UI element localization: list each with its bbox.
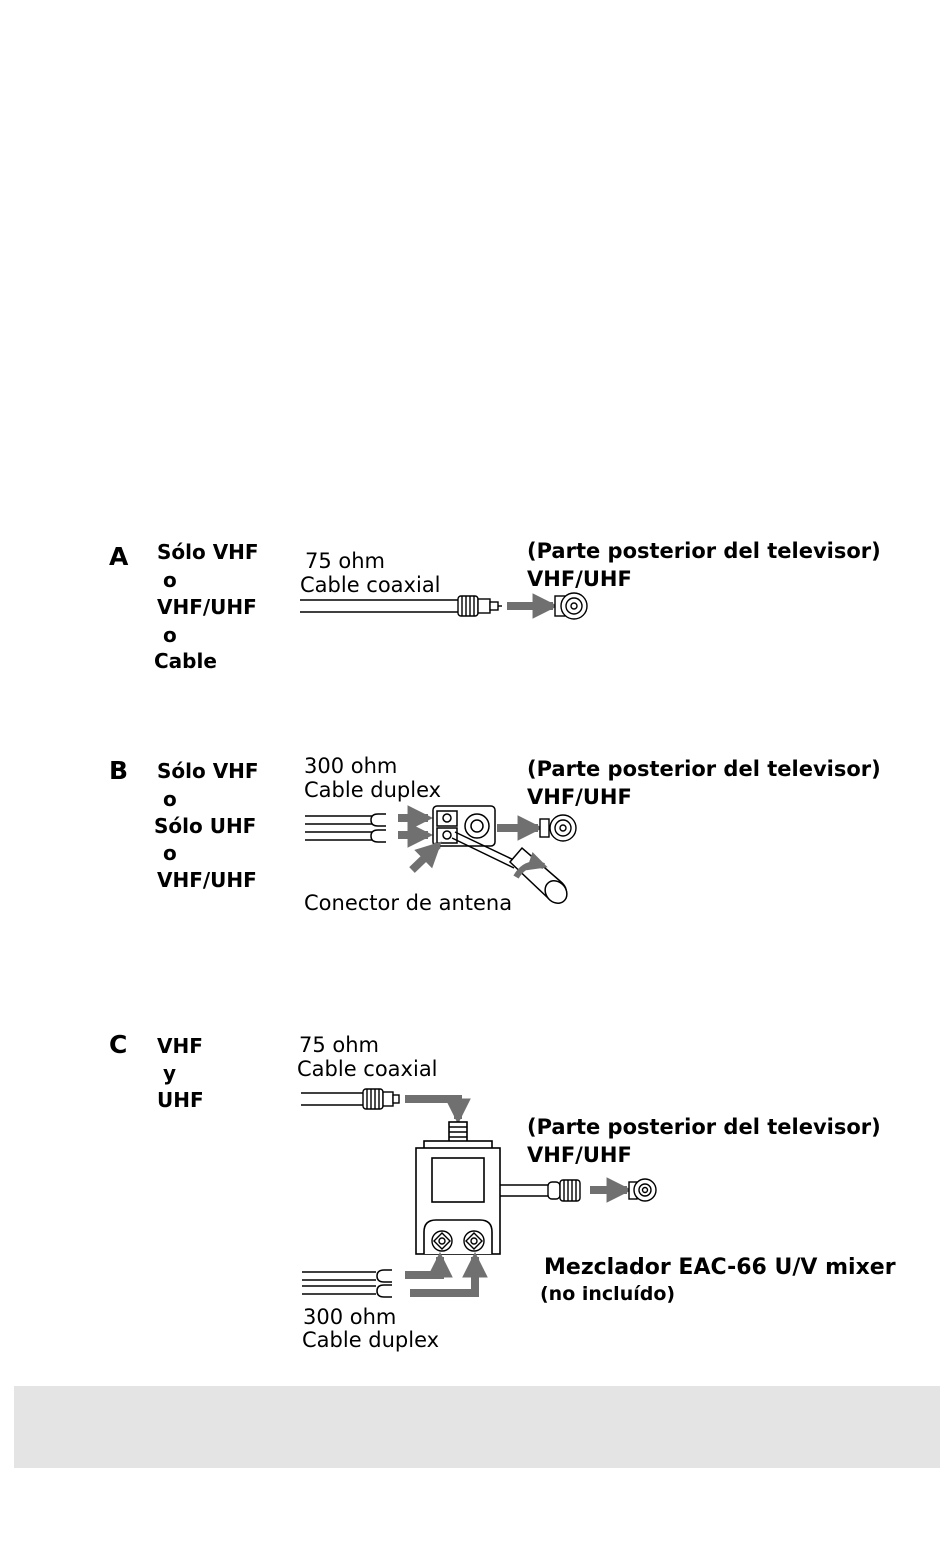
section-c-arrow-coax — [405, 1095, 471, 1125]
section-c-source-1: VHF — [157, 1034, 203, 1058]
section-c-arrow-terminal-1 — [405, 1251, 453, 1279]
section-c-coax-cable — [301, 1092, 365, 1106]
section-c-arrow-terminal-2 — [410, 1251, 488, 1297]
section-c-mixer-terminal-1-icon — [431, 1230, 453, 1252]
section-b-source-3: Sólo UHF — [154, 814, 257, 838]
section-c-coax-ohm: 75 ohm — [299, 1033, 380, 1057]
section-c-spade-lug-icon — [376, 1269, 392, 1298]
section-b-screwdriver-icon — [451, 831, 568, 904]
section-a-tv-jack-icon — [554, 592, 588, 620]
section-b-tv-jack-icon — [539, 814, 577, 842]
footer-bar — [14, 1386, 940, 1468]
section-a-coax-plug-icon — [457, 595, 502, 617]
section-c-tv-jack-icon — [628, 1178, 657, 1202]
section-c-coax-plug-icon — [362, 1088, 400, 1110]
section-b-connector-label: Conector de antena — [304, 891, 513, 915]
section-c-mixer-body — [415, 1121, 501, 1255]
section-a-cable-ohm: 75 ohm — [305, 549, 386, 573]
section-b-source-1: Sólo VHF — [157, 759, 259, 783]
section-a-coax-cable — [300, 599, 460, 613]
section-c-mixer-terminal-2-icon — [463, 1230, 485, 1252]
section-b-cable-type: Cable duplex — [304, 778, 442, 802]
section-a-source-2: o — [163, 568, 177, 592]
section-c-mixer-output-cable — [500, 1184, 550, 1197]
section-c-letter: C — [109, 1030, 128, 1059]
section-a-source-5: Cable — [154, 649, 217, 673]
section-a-tv-label: (Parte posterior del televisor) — [527, 539, 881, 563]
section-a-tv-input: VHF/UHF — [527, 567, 632, 591]
section-b-rotate-arrow-icon — [513, 852, 548, 879]
section-b-source-4: o — [163, 841, 177, 865]
section-c-mixer-output-plug-icon — [547, 1179, 581, 1202]
section-c-tv-label: (Parte posterior del televisor) — [527, 1115, 881, 1139]
section-b-source-2: o — [163, 787, 177, 811]
section-c-source-3: UHF — [157, 1088, 204, 1112]
section-c-duplex-type: Cable duplex — [302, 1328, 440, 1352]
section-a-letter: A — [109, 542, 129, 571]
section-c-tv-input: VHF/UHF — [527, 1143, 632, 1167]
section-b-spade-lug-icon — [370, 813, 386, 843]
section-a-source-4: o — [163, 623, 177, 647]
section-c-duplex-ohm: 300 ohm — [303, 1305, 397, 1329]
section-b-source-5: VHF/UHF — [157, 868, 257, 892]
section-a-source-3: VHF/UHF — [157, 595, 257, 619]
section-b-tv-input: VHF/UHF — [527, 785, 632, 809]
section-a-cable-type: Cable coaxial — [300, 573, 441, 597]
section-b-tv-label: (Parte posterior del televisor) — [527, 757, 881, 781]
section-b-cable-ohm: 300 ohm — [304, 754, 398, 778]
section-b-arrow-connector — [409, 841, 442, 873]
section-c-coax-type: Cable coaxial — [297, 1057, 438, 1081]
section-c-mixer-note: (no incluído) — [540, 1283, 676, 1305]
section-c-twin-lead-cable — [302, 1271, 376, 1295]
section-b-twin-lead-cable — [305, 815, 372, 841]
section-a-source-1: Sólo VHF — [157, 540, 259, 564]
section-b-letter: B — [109, 756, 129, 785]
section-c-mixer-label: Mezclador EAC-66 U/V mixer — [544, 1255, 896, 1280]
section-c-source-2: y — [163, 1061, 177, 1085]
section-b-antenna-connector-icon — [432, 805, 496, 847]
